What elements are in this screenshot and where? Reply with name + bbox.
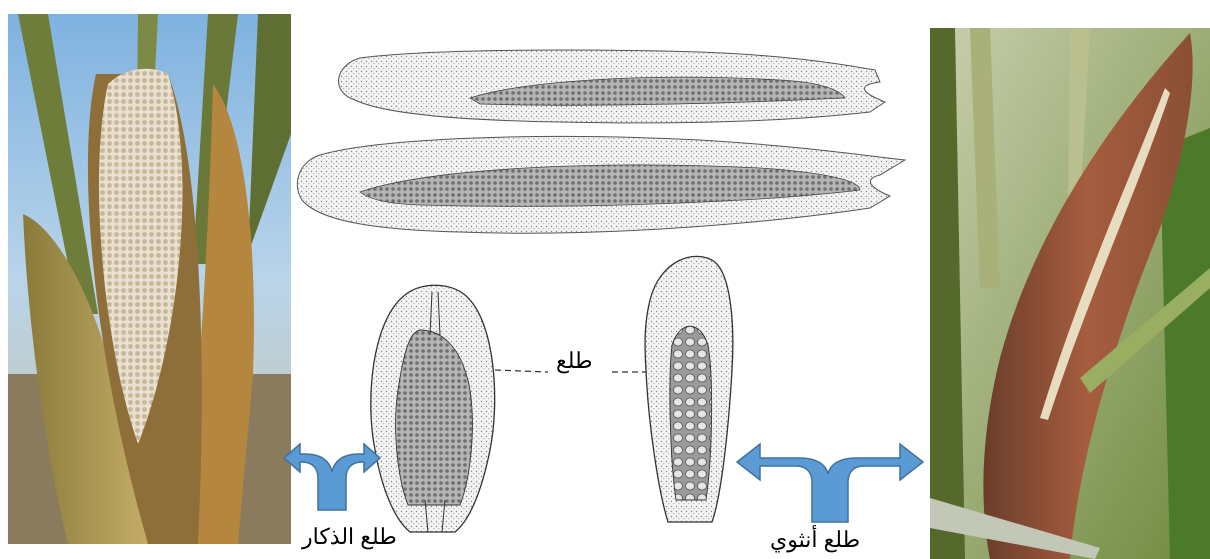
spathe-label: طلع	[556, 348, 593, 374]
female-label-arrow-icon	[737, 444, 923, 522]
female-spathe-section-drawing	[612, 256, 733, 522]
middle-spathe-drawing	[297, 136, 905, 233]
top-spathe-drawing	[339, 50, 885, 123]
female-spathe-label: طلع أنثوي	[770, 527, 860, 553]
male-spathe-section-drawing	[371, 285, 548, 532]
male-spathe-label: طلع الذكار	[302, 524, 397, 550]
male-label-arrow-icon	[284, 444, 380, 510]
